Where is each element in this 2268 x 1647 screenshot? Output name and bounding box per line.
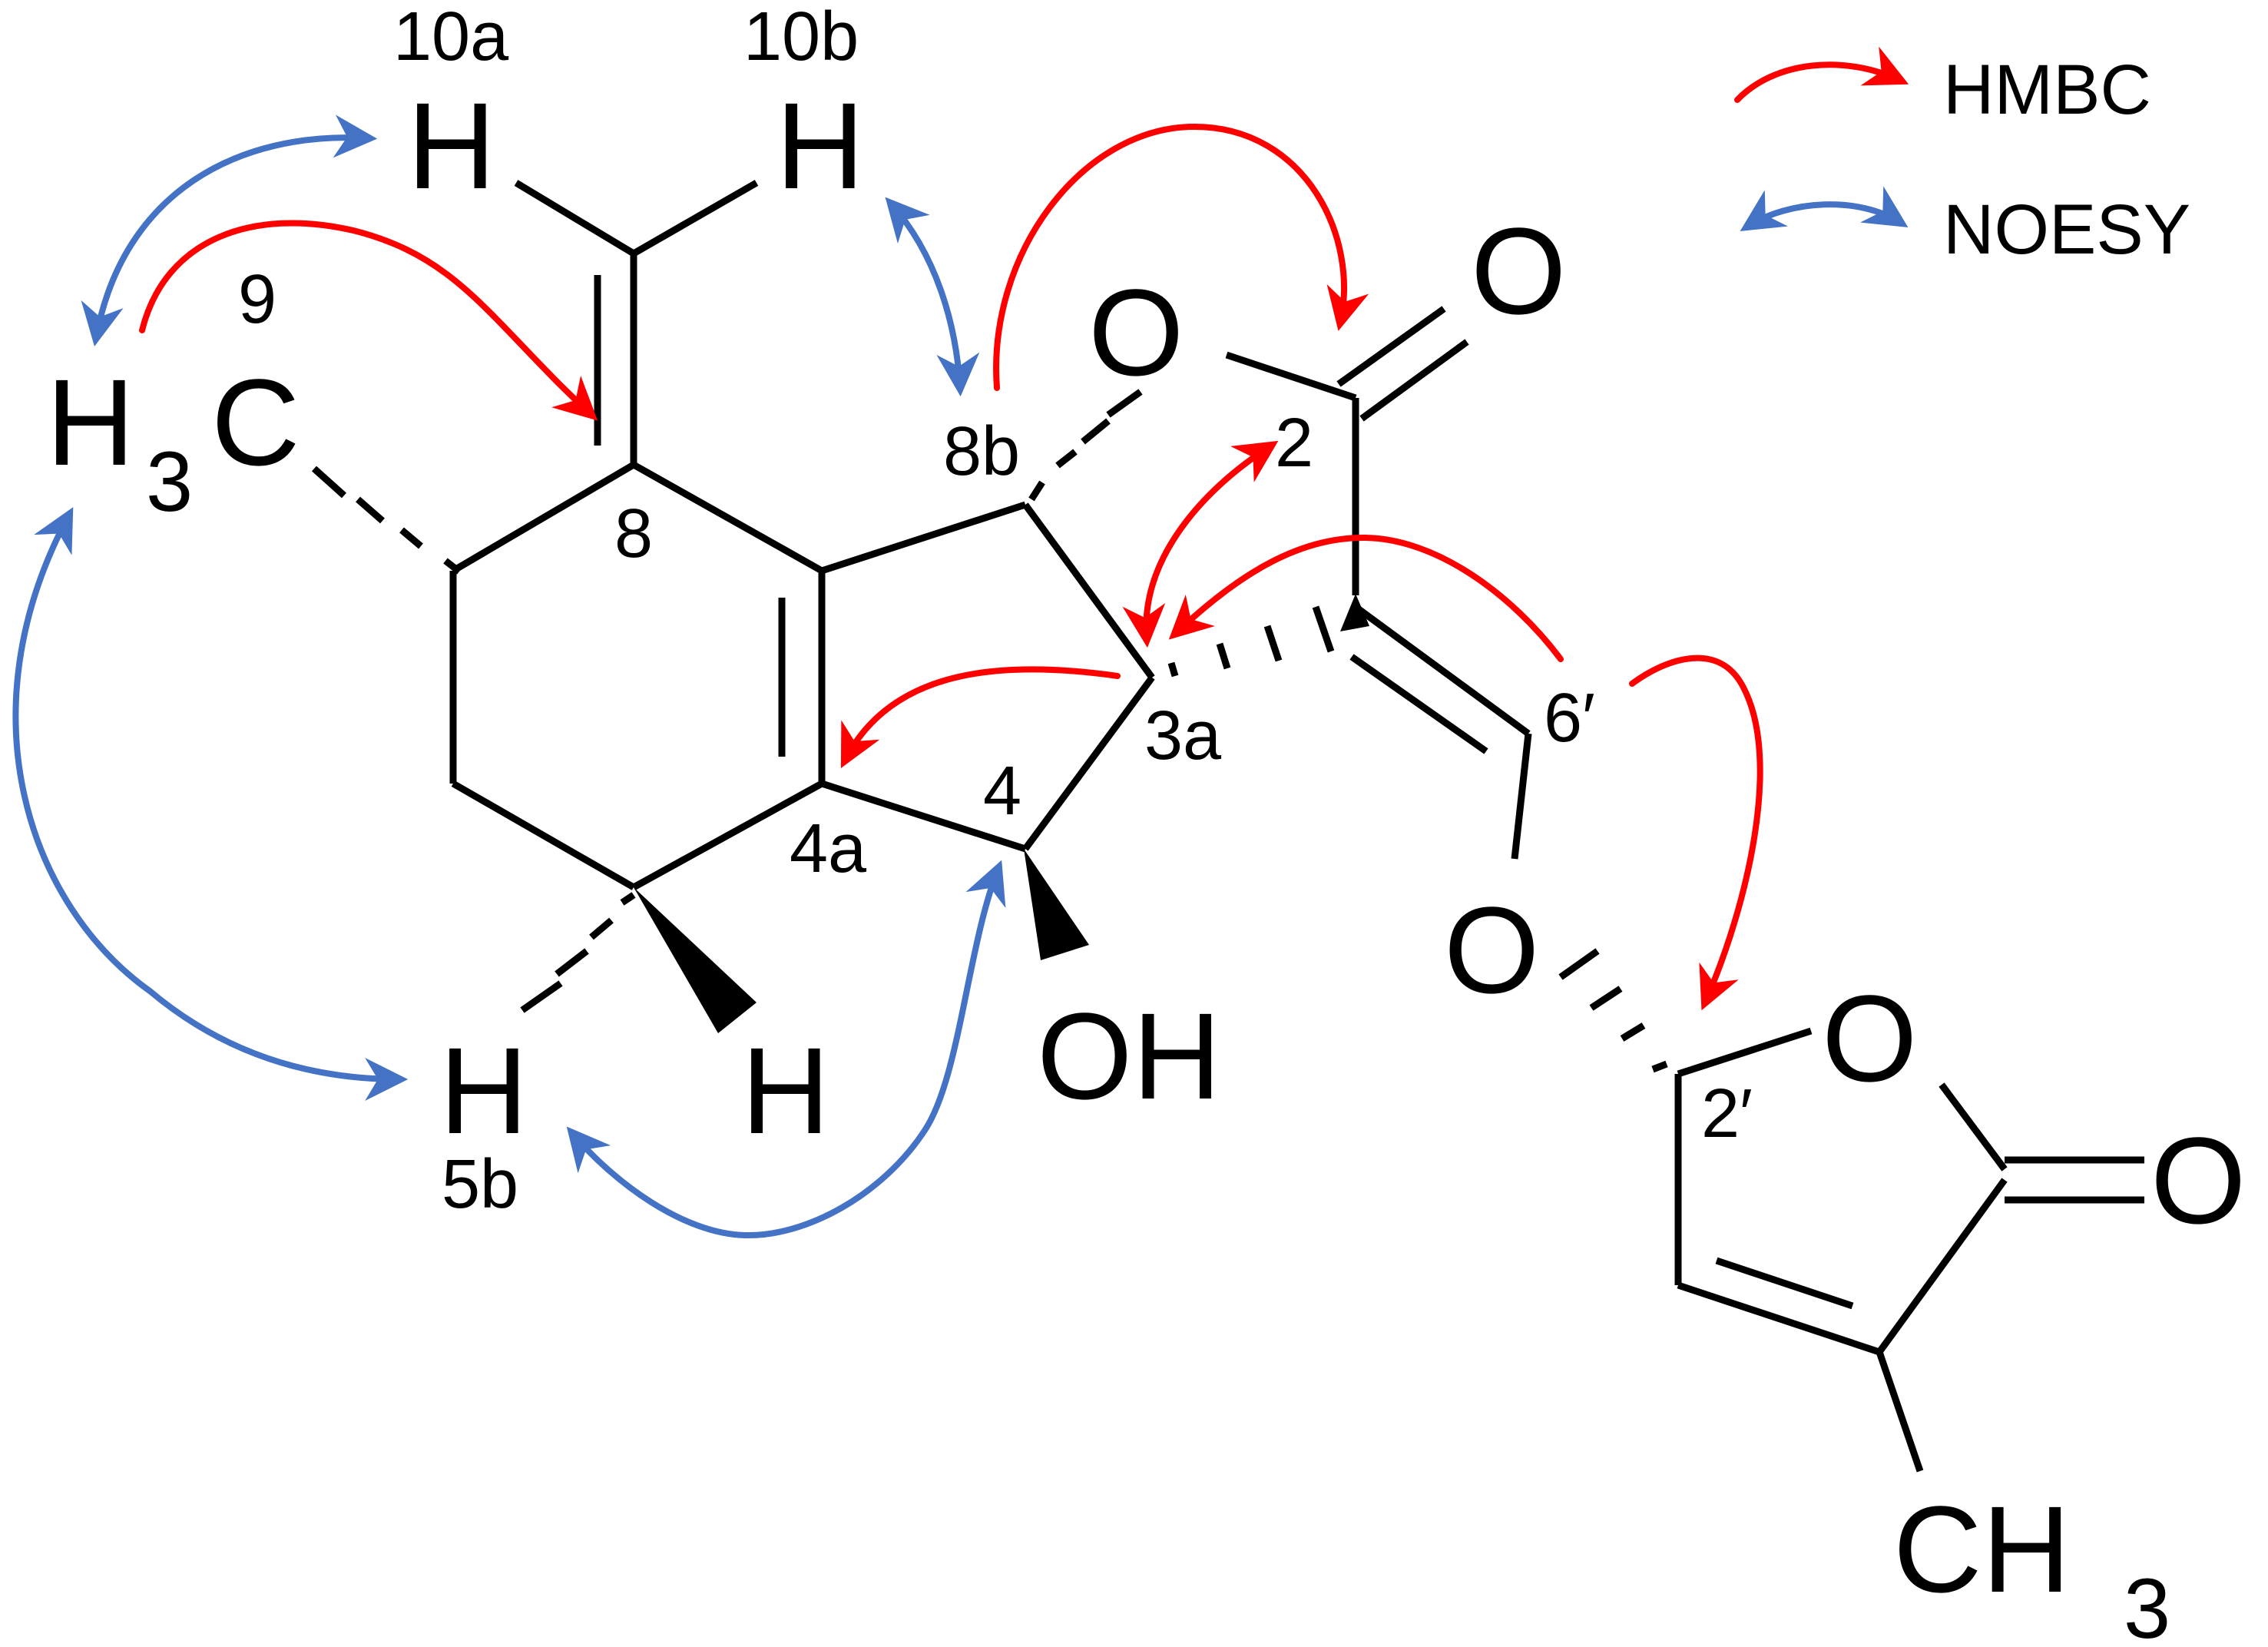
noesy-h4-h5b — [566, 860, 1006, 1239]
atom-oh: OH — [1037, 987, 1221, 1125]
hmbc-h3a-to-c4a — [840, 666, 1121, 768]
bond-c4-c4a — [820, 780, 1027, 853]
hmbc-h9-to-c8 — [139, 220, 598, 421]
atom-labels: H H H 3 C O O O O O OH H H CH 3 — [46, 77, 2246, 1647]
bonds — [311, 180, 2144, 1473]
legend-noesy-label: NOESY — [1943, 191, 2190, 269]
bond-c4p-c3p — [1677, 1281, 1881, 1356]
atom-h5b: H — [439, 1022, 528, 1159]
label-4: 4 — [983, 753, 1021, 830]
label-10a: 10a — [393, 0, 509, 75]
bond-o1-c2 — [1225, 351, 1357, 402]
hash-o-c2p — [1558, 948, 1668, 1073]
label-6p: 6′ — [1544, 680, 1595, 757]
bond-c8-c7 — [451, 462, 636, 574]
label-3a: 3a — [1144, 698, 1222, 774]
wedge-c3a-c3 — [1340, 594, 1369, 631]
atom-h3c-h: H — [46, 353, 135, 491]
bond-c2p-o-ring — [1677, 1027, 1813, 1078]
bond-c8a-c8b — [820, 501, 1027, 575]
bond-c8a-c8 — [631, 462, 824, 574]
bond-o-ring-c5p — [1939, 1082, 2008, 1171]
bond-c2-o-carbonyl-double — [1359, 339, 1469, 422]
bond-c6p-o — [1511, 733, 1532, 860]
noesy-h10b-h8b — [885, 197, 980, 397]
bond-c6-c5 — [451, 780, 636, 890]
bond-c4p-ch3 — [1876, 1350, 1924, 1473]
hmbc-h8b-to-c2 — [993, 123, 1369, 391]
legend-noesy-arrow — [1740, 186, 1909, 232]
atom-h5a: H — [741, 1022, 830, 1159]
label-8: 8 — [614, 495, 653, 572]
bond-c10-h10b — [631, 180, 759, 257]
legend: HMBC NOESY — [1734, 46, 2190, 269]
bond-c3-c6p-double — [1349, 654, 1488, 754]
atom-o-carbonyl-right: O — [2150, 1112, 2246, 1249]
atom-ch3-sub: 3 — [2124, 1562, 2170, 1647]
legend-hmbc-label: HMBC — [1943, 51, 2151, 129]
atom-h3c-sub: 3 — [146, 435, 193, 529]
atom-o-ring-top: O — [1088, 263, 1184, 401]
bond-c8b-c3a — [1022, 502, 1155, 680]
atom-ch3-ch: CH — [1893, 1480, 2071, 1618]
hmbc-h6p-to-c2p — [1629, 654, 1763, 1011]
label-5b: 5b — [442, 1146, 518, 1223]
label-2: 2 — [1275, 405, 1313, 482]
label-9: 9 — [238, 261, 276, 338]
hmbc-h6p-to-c3a — [1168, 534, 1564, 662]
atom-h10b: H — [776, 77, 865, 214]
hash-c8b-o — [1028, 389, 1143, 502]
atom-o-ether: O — [1444, 881, 1539, 1019]
bond-c3-c6p — [1353, 604, 1531, 737]
bond-c10-h10a — [514, 180, 636, 257]
atom-h3c-c: C — [211, 353, 300, 491]
hash-c5-h5b — [520, 892, 636, 1013]
legend-hmbc-arrow — [1734, 46, 1909, 103]
atom-o-ring-right: O — [1822, 969, 1917, 1107]
label-4a: 4a — [790, 810, 867, 887]
atom-o-carbonyl-top: O — [1471, 202, 1566, 340]
noesy-h9-h5b — [12, 507, 409, 1101]
noesy-arrows — [12, 114, 1006, 1239]
hash-c7-ch3 — [311, 466, 462, 575]
bond-c2-o-carbonyl — [1336, 306, 1446, 387]
atom-h10a: H — [407, 77, 496, 214]
bond-c3a-c4 — [1022, 675, 1155, 851]
label-10b: 10b — [743, 0, 859, 75]
label-8b: 8b — [943, 413, 1020, 490]
label-2p: 2′ — [1701, 1075, 1753, 1152]
noesy-h10a-h9 — [81, 114, 378, 347]
wedge-c4-oh — [1024, 849, 1089, 960]
bond-c5p-c4p — [1876, 1178, 2008, 1354]
bond-c4p-c3p-double — [1715, 1257, 1854, 1310]
hmbc-c3a-c2 — [1122, 440, 1279, 648]
wedge-c5-h — [634, 887, 757, 1033]
